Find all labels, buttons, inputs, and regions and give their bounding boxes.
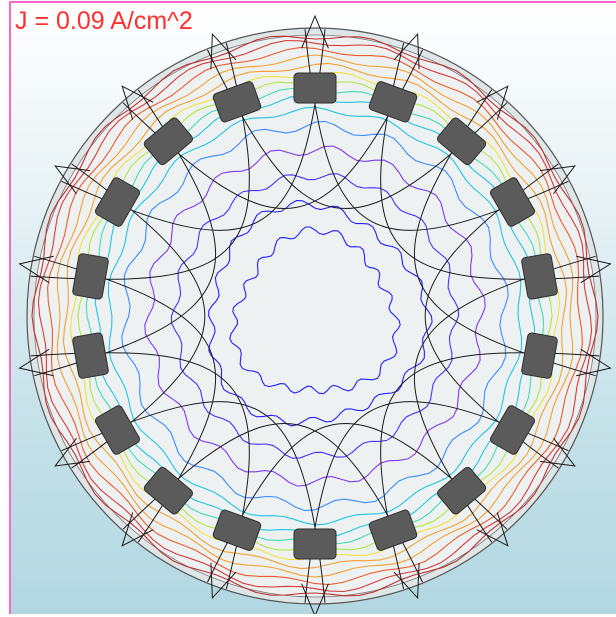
contour-ring [107,106,523,526]
flux-loop [414,89,596,377]
flux-loop [34,255,216,543]
slot-body [293,528,337,560]
conductor-slot-icon [212,509,262,551]
plot-viewport[interactable]: J = 0.09 A/cm^2 [9,1,616,614]
field-plot-canvas [18,14,612,614]
flux-loop [122,49,423,209]
contour-ring [37,39,593,593]
conductor-slot-icon [437,117,487,166]
conductor-slot-icon [143,466,193,515]
contour-ring [229,226,401,395]
contour-ring [208,199,433,427]
flux-loops [18,14,612,614]
flux-loop [304,401,569,603]
flux-loop [414,255,596,543]
contour-ring [69,71,561,561]
contour-ring [121,120,509,512]
contour-ring [47,46,583,586]
slot-body [368,81,418,123]
slot-body [212,81,262,123]
conductor-slot-icon [72,332,109,379]
flux-loop [122,423,423,583]
contour-lines [31,35,599,597]
flux-loop [207,49,508,209]
flux-loop [71,163,206,469]
conductor-slot-icon [94,405,141,455]
slot-body [489,177,536,227]
slot-body [94,405,141,455]
contour-ring [62,62,568,570]
contour-ring [170,173,460,459]
flux-tip [576,255,612,284]
conductor-slot-icon [212,81,262,123]
conductor-slot-icon [437,466,487,515]
slot-body [489,405,536,455]
flux-loop [61,401,326,603]
contour-ring [56,54,574,578]
slot-body [293,72,337,104]
stator-disk [26,27,604,605]
flux-loop [304,29,569,231]
conductor-slot-icon [489,405,536,455]
slot-body [521,253,558,300]
conductor-slot-icon [143,117,193,166]
slot-body [368,509,418,551]
flux-tip [540,165,576,195]
conductor-slot-icon [94,177,141,227]
flux-loop [380,352,600,590]
flux-loop [30,352,250,590]
conductor-slot-icon [293,528,337,560]
flux-loop [30,42,250,280]
slot-body [72,332,109,379]
conductor-slot-icon [72,253,109,300]
slot-body [437,466,487,515]
inner-boundary [33,34,597,598]
contour-ring [31,35,599,597]
flux-loop [207,423,508,583]
contour-ring [144,145,486,487]
flux-loop [34,89,216,377]
current-density-label: J = 0.09 A/cm^2 [15,7,193,35]
flux-loop [380,42,600,280]
conductor-slot-icon [521,253,558,300]
slot-body [143,466,193,515]
contour-ring [85,87,545,545]
flux-loop [424,163,559,469]
conductor-slot-icon [489,177,536,227]
conductor-slot-icon [368,81,418,123]
contour-ring [77,81,553,551]
conductor-slot-icon [368,509,418,551]
slot-body [212,509,262,551]
conductor-slot-icon [521,332,558,379]
conductor-slot-icon [293,72,337,104]
slot-body [72,253,109,300]
slot-body [437,117,487,166]
contour-ring [94,94,536,538]
conductor-slots [72,72,558,560]
flux-loop [61,29,326,231]
slot-body [94,177,141,227]
slot-body [143,117,193,166]
slot-body [521,332,558,379]
